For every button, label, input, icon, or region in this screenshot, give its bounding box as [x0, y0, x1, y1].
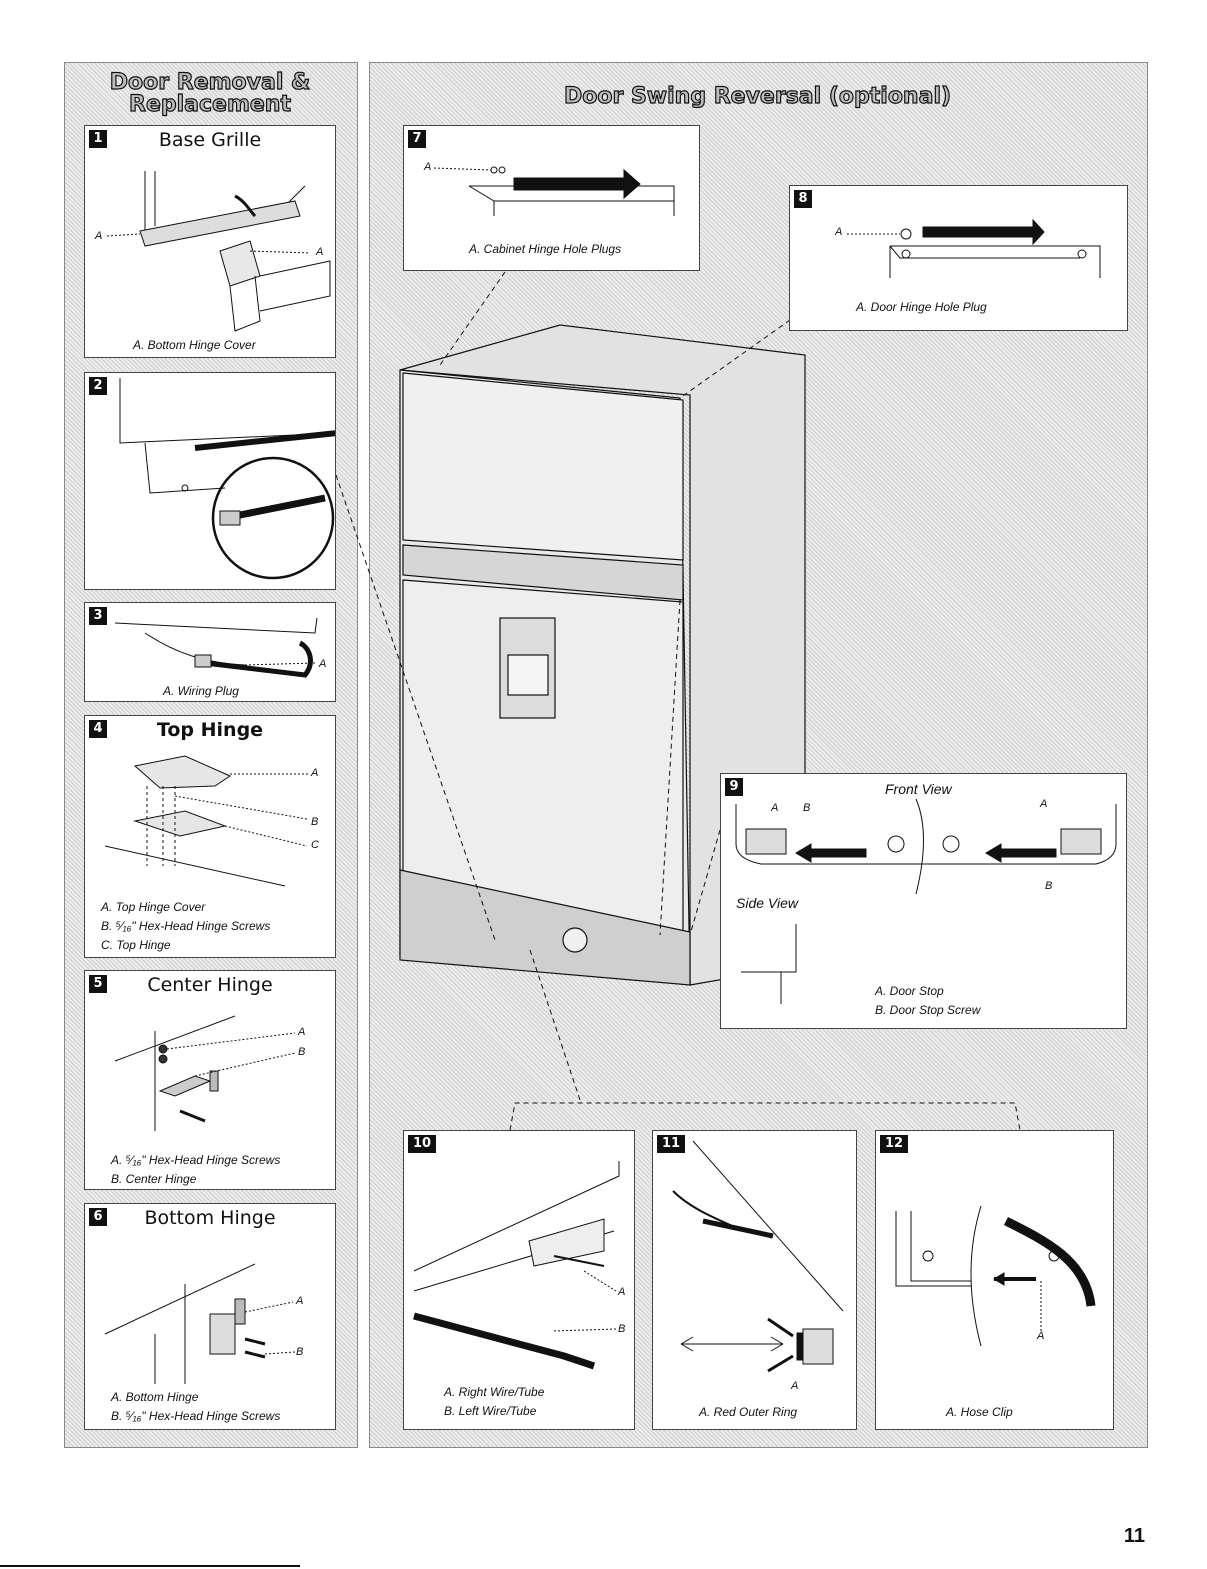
step-12-panel: 12 A A. Hose Clip	[875, 1130, 1114, 1430]
step-5-badge: 5	[89, 975, 107, 993]
step-4-caption-c: C. Top Hinge	[101, 938, 171, 952]
step-6-panel: 6 Bottom Hinge A B A. Bottom Hinge B. ⁵⁄…	[84, 1203, 336, 1430]
step-7-panel: 7 A A. Cabinet Hinge Hole Plugs	[403, 125, 700, 271]
left-heading: Door Removal & Replacement	[64, 70, 356, 117]
step-1-panel: 1 Base Grille A A A. Bottom Hinge Cover	[84, 125, 336, 358]
step-10-label-a: A	[618, 1286, 626, 1298]
step-4-label-c: C	[311, 839, 319, 851]
hose-clip-illustration	[895, 1205, 1096, 1347]
step-9-label-a-right: A	[1040, 798, 1048, 810]
step-11-panel: 11 A A. Red Outer Ring	[652, 1130, 857, 1430]
step-7-label-a: A	[424, 161, 432, 173]
step-9-caption-a: A. Door Stop	[875, 984, 944, 998]
step-10-badge: 10	[408, 1135, 436, 1153]
wiring-plug-illustration	[114, 617, 318, 678]
wiring-access-illustration	[119, 378, 335, 580]
step-5-title: Center Hinge	[147, 974, 273, 996]
step-9-caption-b: B. Door Stop Screw	[875, 1003, 981, 1017]
step-9-label-a-left: A	[771, 802, 779, 814]
step-6-badge: 6	[89, 1208, 107, 1226]
step-3-badge: 3	[89, 607, 107, 625]
step-9-label-b-left: B	[803, 802, 811, 814]
step-4-badge: 4	[89, 720, 107, 738]
wire-tube-illustration	[413, 1161, 620, 1370]
step-12-badge: 12	[880, 1135, 908, 1153]
step-1-title: Base Grille	[158, 129, 262, 151]
step-11-label-a: A	[791, 1380, 799, 1392]
step-8-badge: 8	[794, 190, 812, 208]
step-1-label-a1: A	[95, 230, 103, 242]
step-9-front-view: Front View	[885, 781, 952, 797]
step-3-label-a: A	[319, 658, 327, 670]
step-11-caption: A. Red Outer Ring	[699, 1405, 798, 1419]
step-7-caption: A. Cabinet Hinge Hole Plugs	[469, 242, 622, 256]
step-2-panel: 2	[84, 372, 336, 590]
cabinet-plugs-illustration	[433, 166, 675, 216]
step-6-label-b: B	[296, 1346, 304, 1358]
step-4-panel: 4 Top Hinge A B C A. Top Hinge Cover B. …	[84, 715, 336, 958]
step-12-label-a: A	[1037, 1330, 1045, 1342]
step-9-side-view: Side View	[736, 895, 799, 911]
right-heading: Door Swing Reversal (optional)	[563, 84, 952, 109]
step-9-badge: 9	[725, 778, 743, 796]
step-10-caption-a: A. Right Wire/Tube	[444, 1385, 545, 1399]
step-4-label-a: A	[311, 767, 319, 779]
footer-rule	[0, 1565, 300, 1567]
step-12-caption: A. Hose Clip	[946, 1405, 1013, 1419]
door-plug-illustration	[847, 218, 1101, 278]
step-10-panel: 10 A B A. Right Wire/Tube B. Left Wire/T…	[403, 1130, 635, 1430]
step-4-caption-a: A. Top Hinge Cover	[101, 900, 206, 914]
step-6-caption-a: A. Bottom Hinge	[111, 1390, 199, 1404]
top-hinge-illustration	[104, 755, 310, 887]
step-9-panel: 9 Front View Side View A B A B A. Door S…	[720, 773, 1127, 1029]
step-5-label-a: A	[298, 1026, 306, 1038]
step-8-panel: 8 A A. Door Hinge Hole Plug	[789, 185, 1128, 331]
step-3-caption: A. Wiring Plug	[163, 684, 239, 698]
step-4-title: Top Hinge	[156, 719, 264, 741]
step-7-badge: 7	[408, 130, 426, 148]
step-3-panel: 3 A A. Wiring Plug	[84, 602, 336, 702]
step-11-badge: 11	[657, 1135, 685, 1153]
step-6-caption-b: B. ⁵⁄₁₆" Hex-Head Hinge Screws	[111, 1409, 281, 1423]
step-8-caption: A. Door Hinge Hole Plug	[856, 300, 987, 314]
step-5-panel: 5 Center Hinge A B A. ⁵⁄₁₆" Hex-Head Hin…	[84, 970, 336, 1190]
step-6-title: Bottom Hinge	[144, 1207, 276, 1229]
bottom-hinge-illustration	[104, 1263, 296, 1384]
left-heading-line2: Replacement	[128, 92, 291, 117]
step-4-label-b: B	[311, 816, 319, 828]
step-6-label-a: A	[296, 1295, 304, 1307]
step-9-label-b-right: B	[1045, 880, 1053, 892]
step-8-label-a: A	[835, 226, 843, 238]
step-1-caption: A. Bottom Hinge Cover	[133, 338, 256, 352]
center-hinge-illustration	[114, 1015, 296, 1131]
step-1-badge: 1	[89, 130, 107, 148]
red-outer-ring-illustration	[672, 1140, 844, 1373]
base-grille-illustration	[106, 171, 331, 332]
step-5-caption-b: B. Center Hinge	[111, 1172, 197, 1186]
step-10-caption-b: B. Left Wire/Tube	[444, 1404, 537, 1418]
step-5-label-b: B	[298, 1046, 306, 1058]
page-number: 11	[1123, 1525, 1145, 1547]
left-heading-line1: Door Removal &	[109, 70, 311, 95]
door-stop-illustration	[735, 798, 1117, 1004]
step-5-caption-a: A. ⁵⁄₁₆" Hex-Head Hinge Screws	[111, 1153, 281, 1167]
step-1-label-a2: A	[316, 246, 324, 258]
step-10-label-b: B	[618, 1323, 626, 1335]
step-2-badge: 2	[89, 377, 107, 395]
step-4-caption-b: B. ⁵⁄₁₆" Hex-Head Hinge Screws	[101, 919, 271, 933]
